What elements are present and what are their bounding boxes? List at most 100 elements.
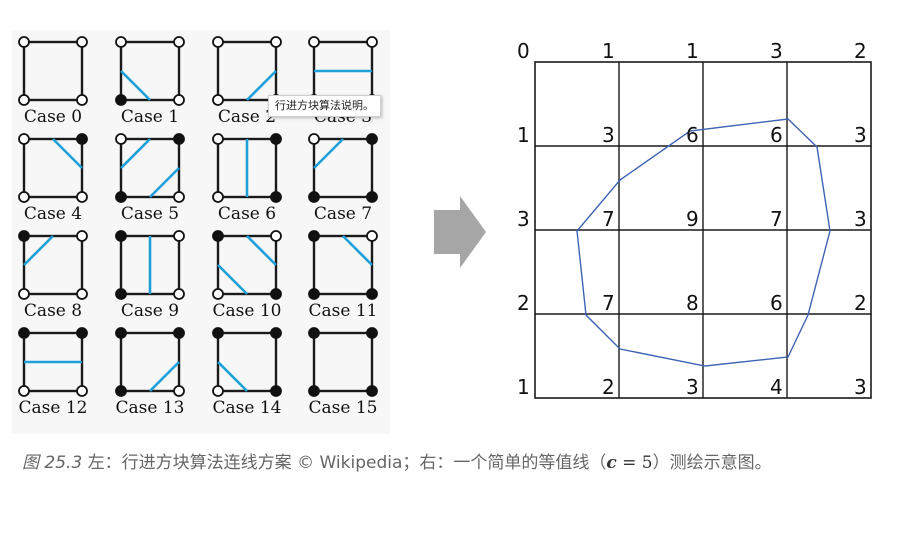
corner-empty	[18, 94, 30, 106]
case-label: Case 0	[24, 107, 82, 127]
contour-line	[576, 118, 831, 367]
corner-empty	[115, 133, 127, 145]
grid-value: 1	[602, 39, 615, 63]
corner-filled	[173, 133, 185, 145]
corner-filled	[270, 288, 282, 300]
grid-value: 1	[517, 123, 530, 147]
corner-filled	[212, 230, 224, 242]
case-10: Case 10	[212, 230, 282, 321]
corner-filled	[270, 327, 282, 339]
grid-value: 2	[854, 291, 867, 315]
corner-filled	[366, 191, 378, 203]
grid-value: 3	[602, 123, 615, 147]
grid-value: 6	[770, 291, 783, 315]
corner-filled	[18, 230, 30, 242]
isoline-segment	[23, 235, 54, 266]
grid-value: 1	[686, 39, 699, 63]
corner-empty	[115, 36, 127, 48]
corner-filled	[366, 288, 378, 300]
corner-filled	[115, 288, 127, 300]
corner-empty	[212, 36, 224, 48]
caption-text: 左：行进方块算法连线方案 © Wikipedia；右：一个简单的等值线（	[82, 453, 607, 473]
caption-text-end: ）测绘示意图。	[652, 453, 772, 473]
caption-math-variable: c	[606, 453, 617, 473]
isoline-segment	[120, 138, 151, 169]
grid-value: 3	[770, 39, 783, 63]
isoline-segment	[246, 235, 277, 266]
case-label: Case 9	[121, 301, 179, 321]
case-label: Case 14	[213, 398, 282, 418]
corner-filled	[366, 385, 378, 397]
corner-filled	[173, 327, 185, 339]
corner-empty	[76, 36, 88, 48]
corner-empty	[212, 94, 224, 106]
corner-empty	[173, 385, 185, 397]
corner-empty	[212, 133, 224, 145]
case-label: Case 11	[309, 301, 378, 321]
case-8: Case 8	[18, 230, 88, 321]
case-label: Case 13	[116, 398, 185, 418]
corner-filled	[212, 327, 224, 339]
corner-filled	[270, 191, 282, 203]
case-label: Case 5	[121, 204, 179, 224]
grid-value: 4	[770, 375, 783, 399]
right-arrow-icon	[434, 196, 486, 268]
corner-empty	[18, 133, 30, 145]
tooltip: 行进方块算法说明。	[268, 95, 381, 117]
grid-value: 0	[517, 39, 530, 63]
left-panel-background	[12, 30, 390, 434]
isoline-segment	[217, 361, 248, 392]
corner-filled	[270, 133, 282, 145]
corner-empty	[76, 288, 88, 300]
corner-empty	[76, 230, 88, 242]
caption-math-rest: = 5	[616, 453, 653, 473]
case-4: Case 4	[18, 133, 88, 224]
corner-empty	[18, 385, 30, 397]
corner-empty	[173, 288, 185, 300]
corner-filled	[115, 230, 127, 242]
corner-empty	[18, 191, 30, 203]
grid-value: 7	[770, 207, 783, 231]
grid-value: 1	[517, 375, 530, 399]
corner-filled	[308, 288, 320, 300]
grid-value: 3	[686, 375, 699, 399]
grid-value: 6	[770, 123, 783, 147]
corner-filled	[115, 385, 127, 397]
corner-empty	[308, 133, 320, 145]
corner-empty	[212, 288, 224, 300]
case-square	[312, 331, 374, 393]
grid-value: 2	[854, 39, 867, 63]
corner-empty	[173, 94, 185, 106]
isoline-segment	[120, 70, 151, 101]
corner-empty	[366, 230, 378, 242]
isoline-segment	[313, 138, 344, 169]
case-label: Case 15	[309, 398, 378, 418]
case-label: Case 4	[24, 204, 82, 224]
isoline-segment	[52, 138, 83, 169]
case-9: Case 9	[115, 230, 185, 321]
corner-filled	[308, 385, 320, 397]
case-label: Case 1	[121, 107, 179, 127]
corner-filled	[115, 191, 127, 203]
isoline-segment	[217, 264, 248, 295]
caption-figure-number: 图 25.3	[22, 453, 83, 473]
case-5: Case 5	[115, 133, 185, 224]
isoline-segment	[342, 235, 373, 266]
corner-empty	[173, 36, 185, 48]
case-12: Case 12	[18, 327, 88, 418]
corner-empty	[173, 230, 185, 242]
isoline-segment	[149, 361, 180, 392]
corner-filled	[76, 133, 88, 145]
corner-empty	[212, 191, 224, 203]
grid-value: 3	[517, 207, 530, 231]
corner-filled	[18, 327, 30, 339]
corner-empty	[212, 385, 224, 397]
case-15: Case 15	[308, 327, 378, 418]
corner-empty	[270, 36, 282, 48]
grid-value: 2	[517, 291, 530, 315]
corner-filled	[115, 94, 127, 106]
grid-value: 8	[686, 291, 699, 315]
corner-empty	[366, 36, 378, 48]
case-label: Case 7	[314, 204, 372, 224]
